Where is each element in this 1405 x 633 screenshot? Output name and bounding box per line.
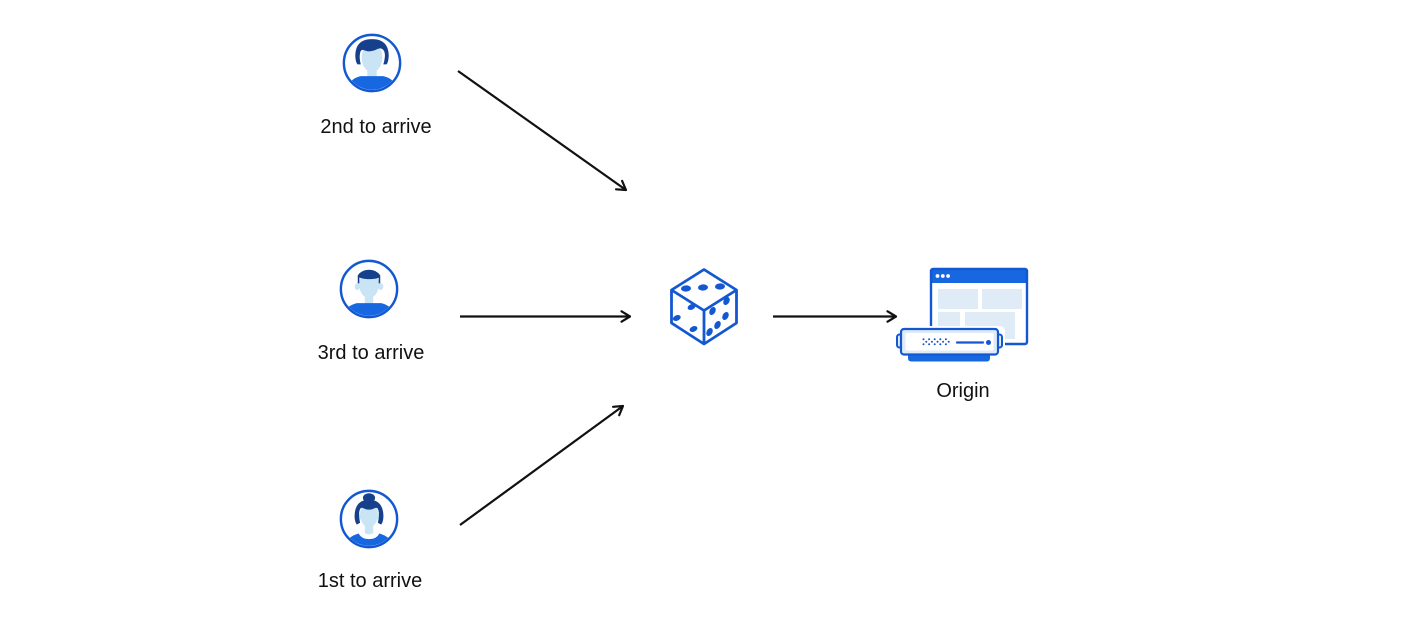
node-client-bottom <box>339 489 399 549</box>
node-label-client-bottom: 1st to arrive <box>317 570 423 592</box>
arrow-client-bottom-to-dice <box>459 404 625 526</box>
server-led-dot <box>986 340 991 345</box>
server-unit <box>895 326 1005 362</box>
node-label-origin: Origin <box>936 380 990 402</box>
user-female-bun-avatar-icon <box>339 489 399 549</box>
node-random-selector <box>670 268 738 351</box>
user-male-flattop-avatar-icon <box>339 259 399 319</box>
node-client-middle <box>339 259 399 319</box>
arrow-client-top-to-dice <box>457 70 628 192</box>
node-origin <box>893 262 1033 377</box>
browser-window <box>929 267 1029 346</box>
node-client-top <box>342 33 402 93</box>
dice-icon <box>670 268 738 346</box>
user-male-avatar-icon <box>342 33 402 93</box>
server-vent-dots <box>922 338 950 346</box>
origin-server-icon <box>895 267 1029 362</box>
node-label-client-top: 2nd to arrive <box>320 116 432 138</box>
node-label-client-middle: 3rd to arrive <box>317 342 425 364</box>
